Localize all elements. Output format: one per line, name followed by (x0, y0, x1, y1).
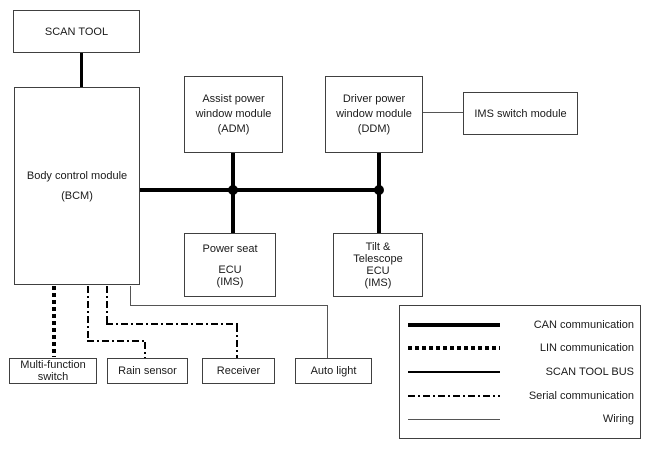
box-tilt-telescope-ecu: Tilt & Telescope ECU (IMS) (333, 233, 423, 297)
can-bus-line (140, 188, 379, 192)
tilt-label-line1: Tilt & (365, 241, 391, 253)
legend-label-serial: Serial communication (528, 389, 634, 402)
legend: CAN communication LIN communication SCAN… (399, 305, 641, 439)
box-ims-switch-module: IMS switch module (463, 92, 578, 135)
box-assist-power-window-module: Assist power window module (ADM) (184, 76, 283, 153)
legend-row-wiring: Wiring (408, 413, 634, 425)
adm-label-line3: (ADM) (217, 123, 250, 135)
box-auto-light: Auto light (295, 358, 372, 384)
box-power-seat-ecu: Power seat ECU (IMS) (184, 233, 276, 297)
ddm-label-line2: window module (336, 108, 412, 120)
multi-function-label-line1: Multi-function (20, 359, 86, 371)
ims-switch-label: IMS switch module (474, 107, 567, 120)
receiver-label: Receiver (216, 365, 261, 377)
serial-line-sample (408, 394, 500, 397)
wiring-line-sample (408, 418, 500, 420)
tilt-label-line2: Telescope (353, 253, 403, 265)
bcm-label-line1: Body control module (26, 170, 128, 182)
legend-row-serial: Serial communication (408, 390, 634, 402)
serial-line-bcm-receiver-v2 (236, 325, 238, 358)
legend-row-scan-tool-bus: SCAN TOOL BUS (408, 366, 634, 378)
box-scan-tool: SCAN TOOL (13, 10, 140, 53)
power-seat-label-line2: ECU (218, 263, 242, 276)
tilt-label-line4: (IMS) (364, 277, 392, 289)
serial-line-bcm-rainsensor-v2 (144, 342, 146, 358)
serial-line-bcm-receiver-h (106, 323, 238, 325)
legend-label-lin: LIN communication (539, 342, 634, 355)
wiring-bcm-autolight-v1 (130, 286, 131, 306)
legend-label-wiring: Wiring (602, 413, 634, 426)
adm-label-line1: Assist power (202, 93, 265, 105)
legend-row-can: CAN communication (408, 319, 634, 331)
legend-row-lin: LIN communication (408, 342, 634, 354)
power-seat-label-line1: Power seat (202, 242, 258, 255)
adm-label-line2: window module (195, 108, 272, 120)
scan-tool-bus-line-sample (408, 370, 500, 373)
ddm-label-line3: (DDM) (357, 123, 391, 135)
legend-label-can: CAN communication (533, 318, 634, 331)
wiring-ddm-ims-switch (423, 112, 463, 113)
wiring-bcm-autolight-h (130, 305, 328, 306)
lin-line-sample (408, 346, 500, 351)
can-junction-dot (228, 185, 238, 195)
serial-line-bcm-rainsensor-h (87, 340, 146, 342)
tilt-label-line3: ECU (366, 265, 390, 277)
box-rain-sensor: Rain sensor (107, 358, 188, 384)
power-seat-label-line3: (IMS) (216, 275, 244, 288)
scan-tool-bus-line (80, 53, 83, 87)
multi-function-label-line2: switch (37, 371, 69, 383)
bcm-label-line2: (BCM) (61, 190, 93, 202)
scan-tool-label: SCAN TOOL (44, 25, 109, 38)
box-body-control-module: Body control module (BCM) (14, 87, 140, 285)
can-junction-dot (374, 185, 384, 195)
wiring-bcm-autolight-v2 (327, 305, 328, 358)
can-line-sample (408, 322, 500, 327)
box-multi-function-switch: Multi-function switch (9, 358, 97, 384)
box-receiver: Receiver (202, 358, 275, 384)
box-driver-power-window-module: Driver power window module (DDM) (325, 76, 423, 153)
auto-light-label: Auto light (310, 365, 357, 377)
serial-line-bcm-rainsensor-v1 (87, 286, 89, 342)
rain-sensor-label: Rain sensor (118, 365, 177, 377)
serial-line-bcm-receiver-v1 (106, 286, 108, 325)
legend-label-scan-tool-bus: SCAN TOOL BUS (545, 365, 634, 378)
lin-line-bcm-multifunction (52, 286, 56, 357)
ddm-label-line1: Driver power (342, 93, 406, 105)
